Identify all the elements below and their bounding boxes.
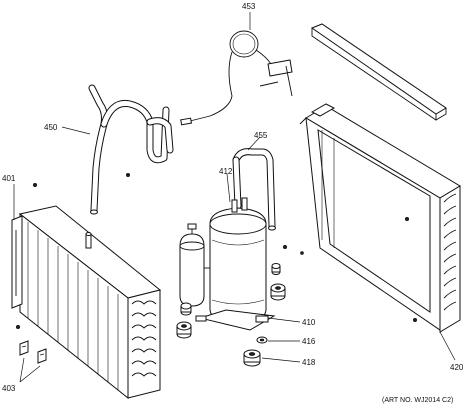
callout-450: 450	[44, 123, 58, 132]
callout-401: 401	[2, 174, 16, 183]
callout-403: 403	[2, 384, 16, 393]
art-number: (ART NO. WJ2014 C2)	[382, 397, 453, 404]
callout-420: 420	[450, 363, 464, 372]
capillary-tube-453[interactable]	[180, 30, 293, 126]
callout-410: 410	[302, 318, 316, 327]
callout-453: 453	[242, 2, 256, 11]
evaporator-coil-420[interactable]	[299, 103, 461, 333]
callout-455: 455	[254, 131, 268, 140]
callout-416: 416	[302, 337, 316, 346]
discharge-tube-450[interactable]	[88, 84, 174, 215]
compressor[interactable]	[179, 197, 276, 331]
leader-lines	[13, 12, 456, 383]
washer-416[interactable]	[256, 336, 268, 344]
suction-tube-455[interactable]	[232, 148, 276, 231]
callout-412: 412	[219, 167, 233, 176]
top-seal-strip[interactable]	[310, 23, 447, 121]
callout-418: 418	[302, 358, 316, 367]
loose-screws	[15, 172, 417, 329]
condenser-coil-401[interactable]	[11, 205, 162, 400]
grommet-set-418[interactable]	[176, 263, 286, 367]
mounting-brackets-403[interactable]	[19, 340, 47, 364]
